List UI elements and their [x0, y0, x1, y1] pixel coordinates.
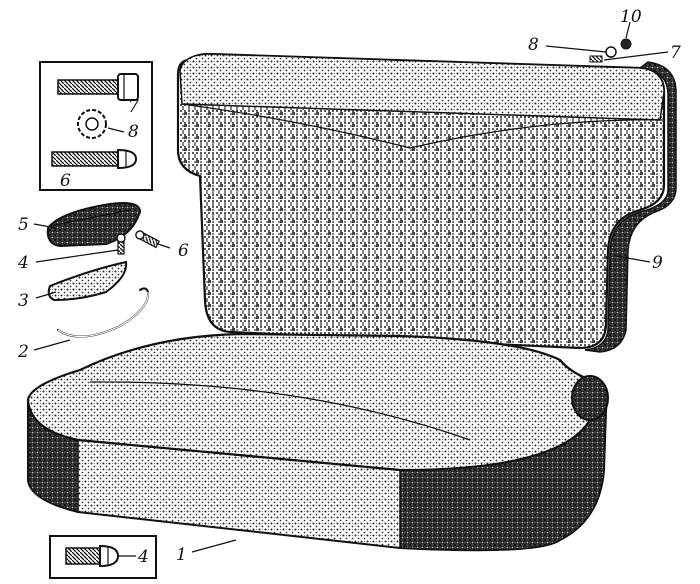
star-washer-icon	[77, 109, 107, 139]
callout-8-inset: 8	[128, 122, 139, 142]
hardware-inset-top: 7 8 6	[39, 61, 153, 191]
callout-2: 2	[17, 342, 29, 362]
callout-7-inset: 7	[128, 97, 139, 117]
callout-5: 5	[18, 215, 29, 235]
screw-small-icon	[135, 230, 160, 249]
callout-7: 7	[670, 43, 681, 63]
hardware-inset-bottom	[49, 535, 157, 579]
callout-8: 8	[528, 35, 539, 55]
top-hardware	[545, 21, 669, 63]
callout-6-inset: 6	[60, 171, 71, 191]
spring-wire	[57, 287, 150, 338]
callout-1: 1	[176, 545, 187, 565]
bolt-icon	[57, 73, 139, 101]
callout-6: 6	[178, 241, 189, 261]
callout-3: 3	[18, 291, 29, 311]
armrest-block	[46, 202, 142, 248]
pad	[47, 260, 128, 302]
callout-4: 4	[17, 253, 29, 273]
screw-icon	[51, 148, 138, 170]
callout-4-inset: 4	[137, 547, 149, 567]
callout-9: 9	[652, 253, 663, 273]
seat-cushion	[26, 332, 609, 552]
small-screw-icon	[116, 233, 126, 255]
backrest-cover	[176, 52, 677, 353]
callout-10: 10	[620, 7, 642, 27]
